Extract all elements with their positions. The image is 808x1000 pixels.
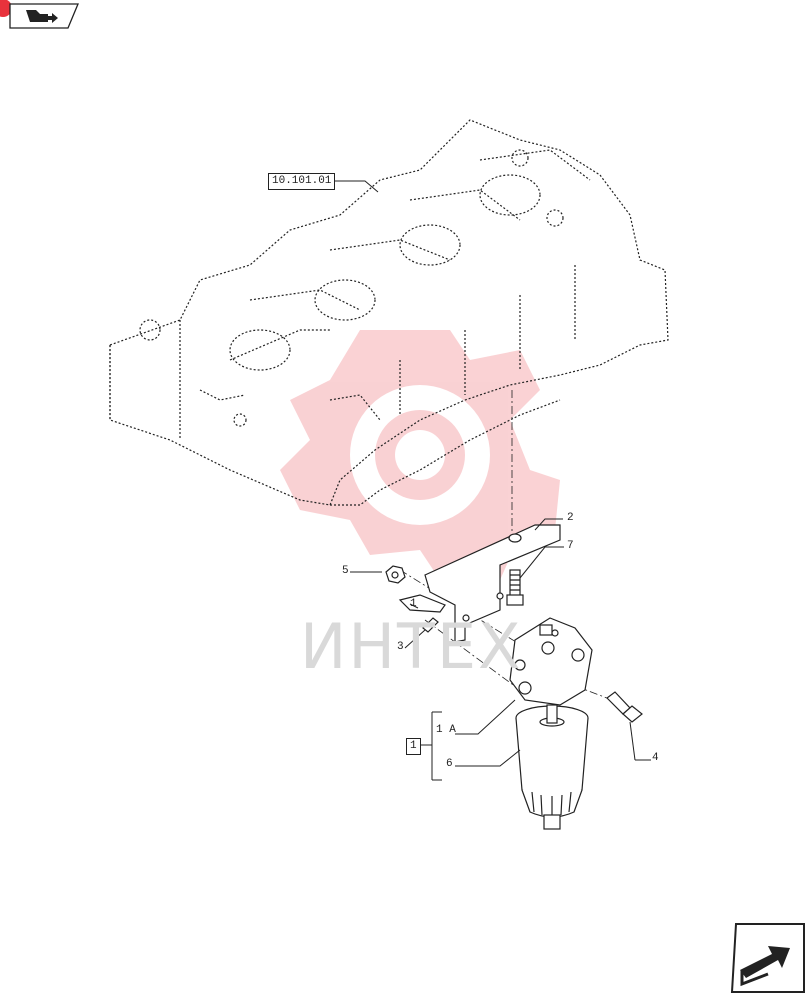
screw-3 — [422, 617, 439, 633]
callout-1-boxed[interactable]: 1 — [406, 738, 421, 755]
bracket — [398, 524, 561, 643]
ref-leader — [335, 180, 379, 193]
callout-5: 5 — [342, 565, 349, 577]
watermark-text: ИНТЕХ — [300, 610, 523, 683]
callout-3: 3 — [397, 641, 404, 653]
filter-cartridge — [515, 704, 589, 830]
callout-1-small: 1 — [410, 598, 417, 610]
watermark-logo — [280, 330, 560, 580]
callout-leaders — [350, 518, 651, 781]
nut — [385, 565, 406, 584]
arrow-return-icon — [730, 923, 805, 993]
screw-7 — [506, 569, 524, 606]
filter-head — [509, 617, 593, 706]
callout-6: 6 — [446, 758, 453, 770]
callout-1a: 1 A — [436, 724, 456, 736]
callout-4: 4 — [652, 752, 659, 764]
bottom-nav-button[interactable] — [728, 920, 806, 996]
screw-4 — [606, 691, 643, 723]
book-arrow-icon — [0, 0, 79, 29]
callout-2: 2 — [567, 512, 574, 524]
callout-7: 7 — [567, 540, 574, 552]
cylinder-head — [109, 119, 669, 506]
reference-label-10-101-01[interactable]: 10.101.01 — [268, 173, 336, 190]
top-nav-button[interactable] — [0, 0, 80, 32]
